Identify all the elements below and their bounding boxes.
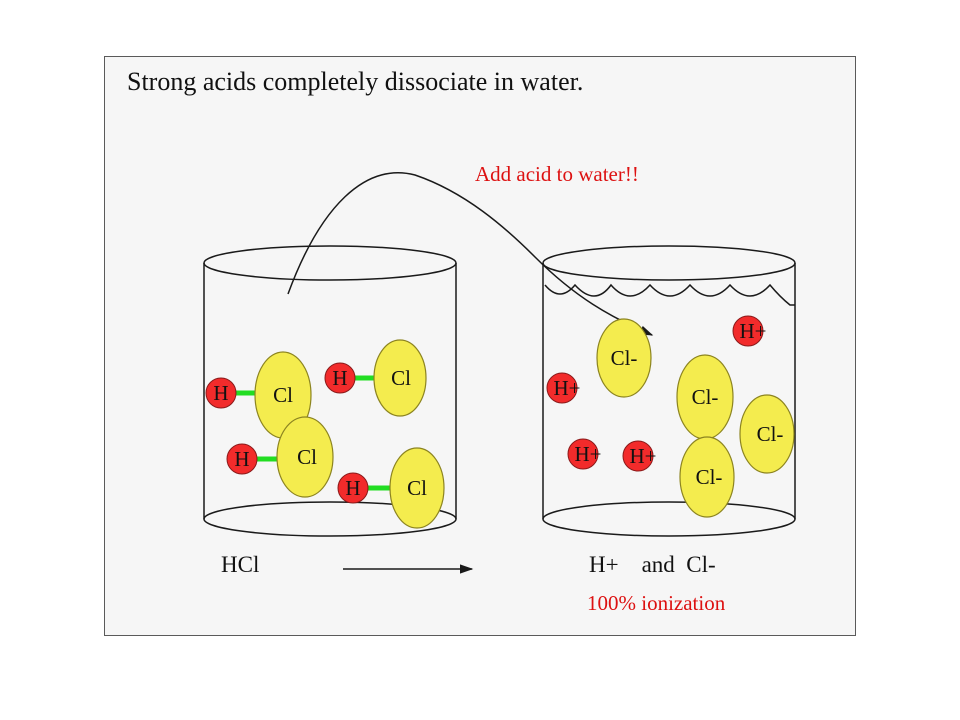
- hydrogen-ion-label: H+: [574, 442, 601, 466]
- hydrogen-label: H: [213, 381, 228, 405]
- hcl-molecule: H Cl: [337, 447, 445, 529]
- chloride-ion: Cl-: [596, 318, 652, 398]
- hydrogen-ion-label: H+: [739, 319, 766, 343]
- hydrogen-label: H: [234, 447, 249, 471]
- hydrogen-ion: H+: [567, 438, 602, 470]
- pour-arrow: [287, 172, 654, 336]
- hydrogen-atom: [324, 362, 356, 394]
- hydrogen-atom: [337, 472, 369, 504]
- hydrogen-ion-label: H+: [553, 376, 580, 400]
- diagram-panel: Strong acids completely dissociate in wa…: [104, 56, 856, 636]
- right-beaker: [542, 245, 796, 537]
- hydrogen-ion: H+: [732, 315, 767, 347]
- add-acid-note: Add acid to water!!: [475, 162, 639, 186]
- left-beaker-base: [203, 501, 457, 537]
- chloride-ion: Cl-: [739, 394, 795, 474]
- hydrogen-ion: H+: [622, 440, 657, 472]
- chloride-ion: Cl-: [676, 354, 734, 440]
- hydrogen-atom: [226, 443, 258, 475]
- hydrogen-ion-body: [567, 438, 599, 470]
- right-beaker-base: [542, 501, 796, 537]
- left-beaker: [203, 245, 457, 537]
- chlorine-atom: [276, 416, 334, 498]
- products-label: H+ and Cl-: [589, 552, 716, 577]
- chloride-ion-label: Cl-: [696, 465, 723, 489]
- chlorine-atom: [389, 447, 445, 529]
- hydrogen-ion-body: [546, 372, 578, 404]
- hydrogen-ion-body: [622, 440, 654, 472]
- hydrogen-label: H: [332, 366, 347, 390]
- chlorine-label: Cl: [407, 476, 427, 500]
- right-beaker-rim: [542, 245, 796, 281]
- hcl-molecule: H Cl: [205, 351, 312, 439]
- chlorine-label: Cl: [273, 383, 293, 407]
- chlorine-label: Cl: [391, 366, 411, 390]
- water-surface: [544, 283, 795, 306]
- left-beaker-rim: [203, 245, 457, 281]
- hydrogen-ion: H+: [546, 372, 581, 404]
- hydrogen-ion-body: [732, 315, 764, 347]
- chlorine-atom: [373, 339, 427, 417]
- hydrogen-label: H: [345, 476, 360, 500]
- diagram-title: Strong acids completely dissociate in wa…: [127, 67, 583, 96]
- chloride-ion-label: Cl-: [757, 422, 784, 446]
- reactant-label: HCl: [221, 552, 259, 577]
- hcl-molecule: H Cl: [324, 339, 427, 417]
- chloride-ion-body: [596, 318, 652, 398]
- hydrogen-ion-label: H+: [629, 444, 656, 468]
- ionization-label: 100% ionization: [587, 591, 726, 615]
- dissociation-diagram: Strong acids completely dissociate in wa…: [127, 67, 796, 615]
- chloride-ion-label: Cl-: [692, 385, 719, 409]
- chloride-ion-body: [739, 394, 795, 474]
- hydrogen-atom: [205, 377, 237, 409]
- chloride-ion-label: Cl-: [611, 346, 638, 370]
- chloride-ion-body: [679, 436, 735, 518]
- chlorine-label: Cl: [297, 445, 317, 469]
- chloride-ion: Cl-: [679, 436, 735, 518]
- hcl-molecule: H Cl: [226, 416, 334, 498]
